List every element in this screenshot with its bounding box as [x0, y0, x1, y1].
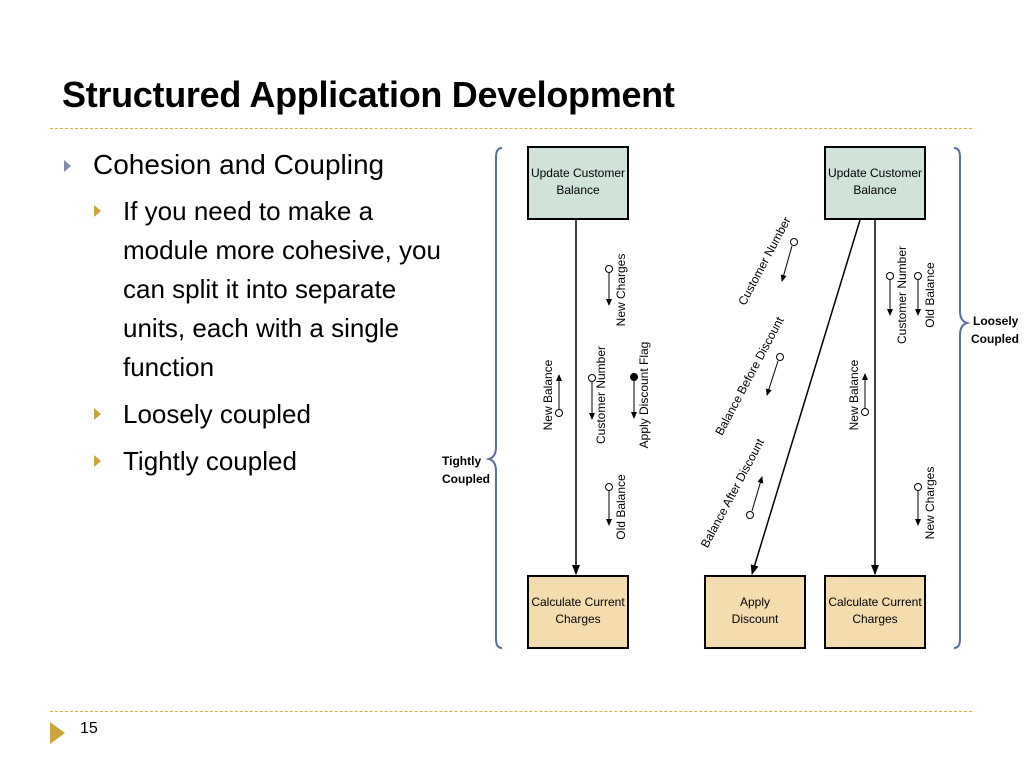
box-update-customer-balance-right: Update Customer Balance [824, 146, 926, 220]
couple-old-balance-right: Old Balance [914, 262, 937, 328]
subbullet-tightly-coupled: Tightly coupled [62, 442, 502, 481]
couple-label: Old Balance [923, 262, 937, 328]
box-calculate-current-charges-right: Calculate Current Charges [824, 575, 926, 649]
couple-label: Customer Number [594, 346, 608, 444]
loosely-label-line2: Coupled [971, 332, 1019, 346]
box-label-line: Calculate Current [828, 595, 922, 609]
subbullet-cohesive: If you need to make a module more cohesi… [62, 192, 502, 387]
couple-new-balance-left: New Balance [541, 359, 563, 430]
box-apply-discount: Apply Discount [704, 575, 806, 649]
box-label-line: Charges [852, 612, 897, 626]
title-divider [50, 128, 972, 129]
couple-label: Customer Number [895, 246, 909, 344]
box-calculate-current-charges-left: Calculate Current Charges [527, 575, 629, 649]
subbullet-line: function [123, 352, 215, 382]
bullet-text: Cohesion and Coupling [93, 149, 385, 180]
couple-apply-discount-flag: Apply Discount Flag [630, 342, 651, 449]
diagram-panel [440, 145, 1020, 650]
coupling-diagram: Tightly Coupled Loosely Coupled Update C… [440, 145, 1020, 660]
box-label-line: Calculate Current [531, 595, 625, 609]
page-number: 15 [80, 720, 98, 737]
box-label-line: Balance [556, 183, 600, 197]
box-label-line: Apply [740, 595, 770, 609]
call-arrow-discount [750, 219, 861, 575]
box-label-line: Update Customer [828, 166, 922, 180]
couple-customer-number-left: Customer Number [588, 346, 608, 444]
couple-label: Apply Discount Flag [637, 342, 651, 449]
tightly-label-line2: Coupled [442, 472, 490, 486]
couple-customer-number-right: Customer Number [886, 246, 909, 344]
loosely-coupled-bracket [953, 147, 971, 649]
box-label-line: Charges [555, 612, 600, 626]
bullet-arrow-icon [94, 408, 101, 420]
couple-new-charges-right: New Charges [914, 467, 937, 540]
subbullet-line: If you need to make a [123, 196, 374, 226]
couple-new-balance-right: New Balance [847, 359, 869, 430]
couple-old-balance-left: Old Balance [605, 474, 628, 540]
coupling-diagram-svg: Tightly Coupled Loosely Coupled Update C… [440, 145, 1020, 650]
subbullet-text: Tightly coupled [123, 446, 297, 476]
subbullet-line: can split it into separate [123, 274, 397, 304]
tightly-label-line1: Tightly [442, 454, 481, 468]
couple-label: New Balance [541, 359, 555, 430]
couple-label: New Balance [847, 359, 861, 430]
bullet-arrow-icon [94, 205, 101, 217]
box-label-line: Balance [853, 183, 897, 197]
bullet-cohesion-coupling: Cohesion and Coupling [62, 146, 502, 184]
subbullet-text: Loosely coupled [123, 399, 311, 429]
couple-label: Old Balance [614, 474, 628, 540]
box-label-line: Discount [732, 612, 779, 626]
box-label-line: Update Customer [531, 166, 625, 180]
subbullet-loosely-coupled: Loosely coupled [62, 395, 502, 434]
couple-label: New Charges [923, 467, 937, 540]
couple-new-charges-left: New Charges [605, 254, 628, 327]
bullet-list: Cohesion and Coupling If you need to mak… [62, 146, 502, 481]
footer-divider [50, 711, 972, 712]
bullet-arrow-icon [94, 455, 101, 467]
tightly-coupled-bracket [485, 147, 503, 649]
subbullet-line: units, each with a single [123, 313, 400, 343]
subbullet-line: module more cohesive, you [123, 235, 441, 265]
bullet-arrow-icon [64, 160, 71, 172]
couple-label: New Charges [614, 254, 628, 327]
box-update-customer-balance-left: Update Customer Balance [527, 146, 629, 220]
loosely-label-line1: Loosely [973, 314, 1019, 328]
slide-title: Structured Application Development [62, 74, 675, 115]
footer-triangle-icon [50, 722, 65, 744]
